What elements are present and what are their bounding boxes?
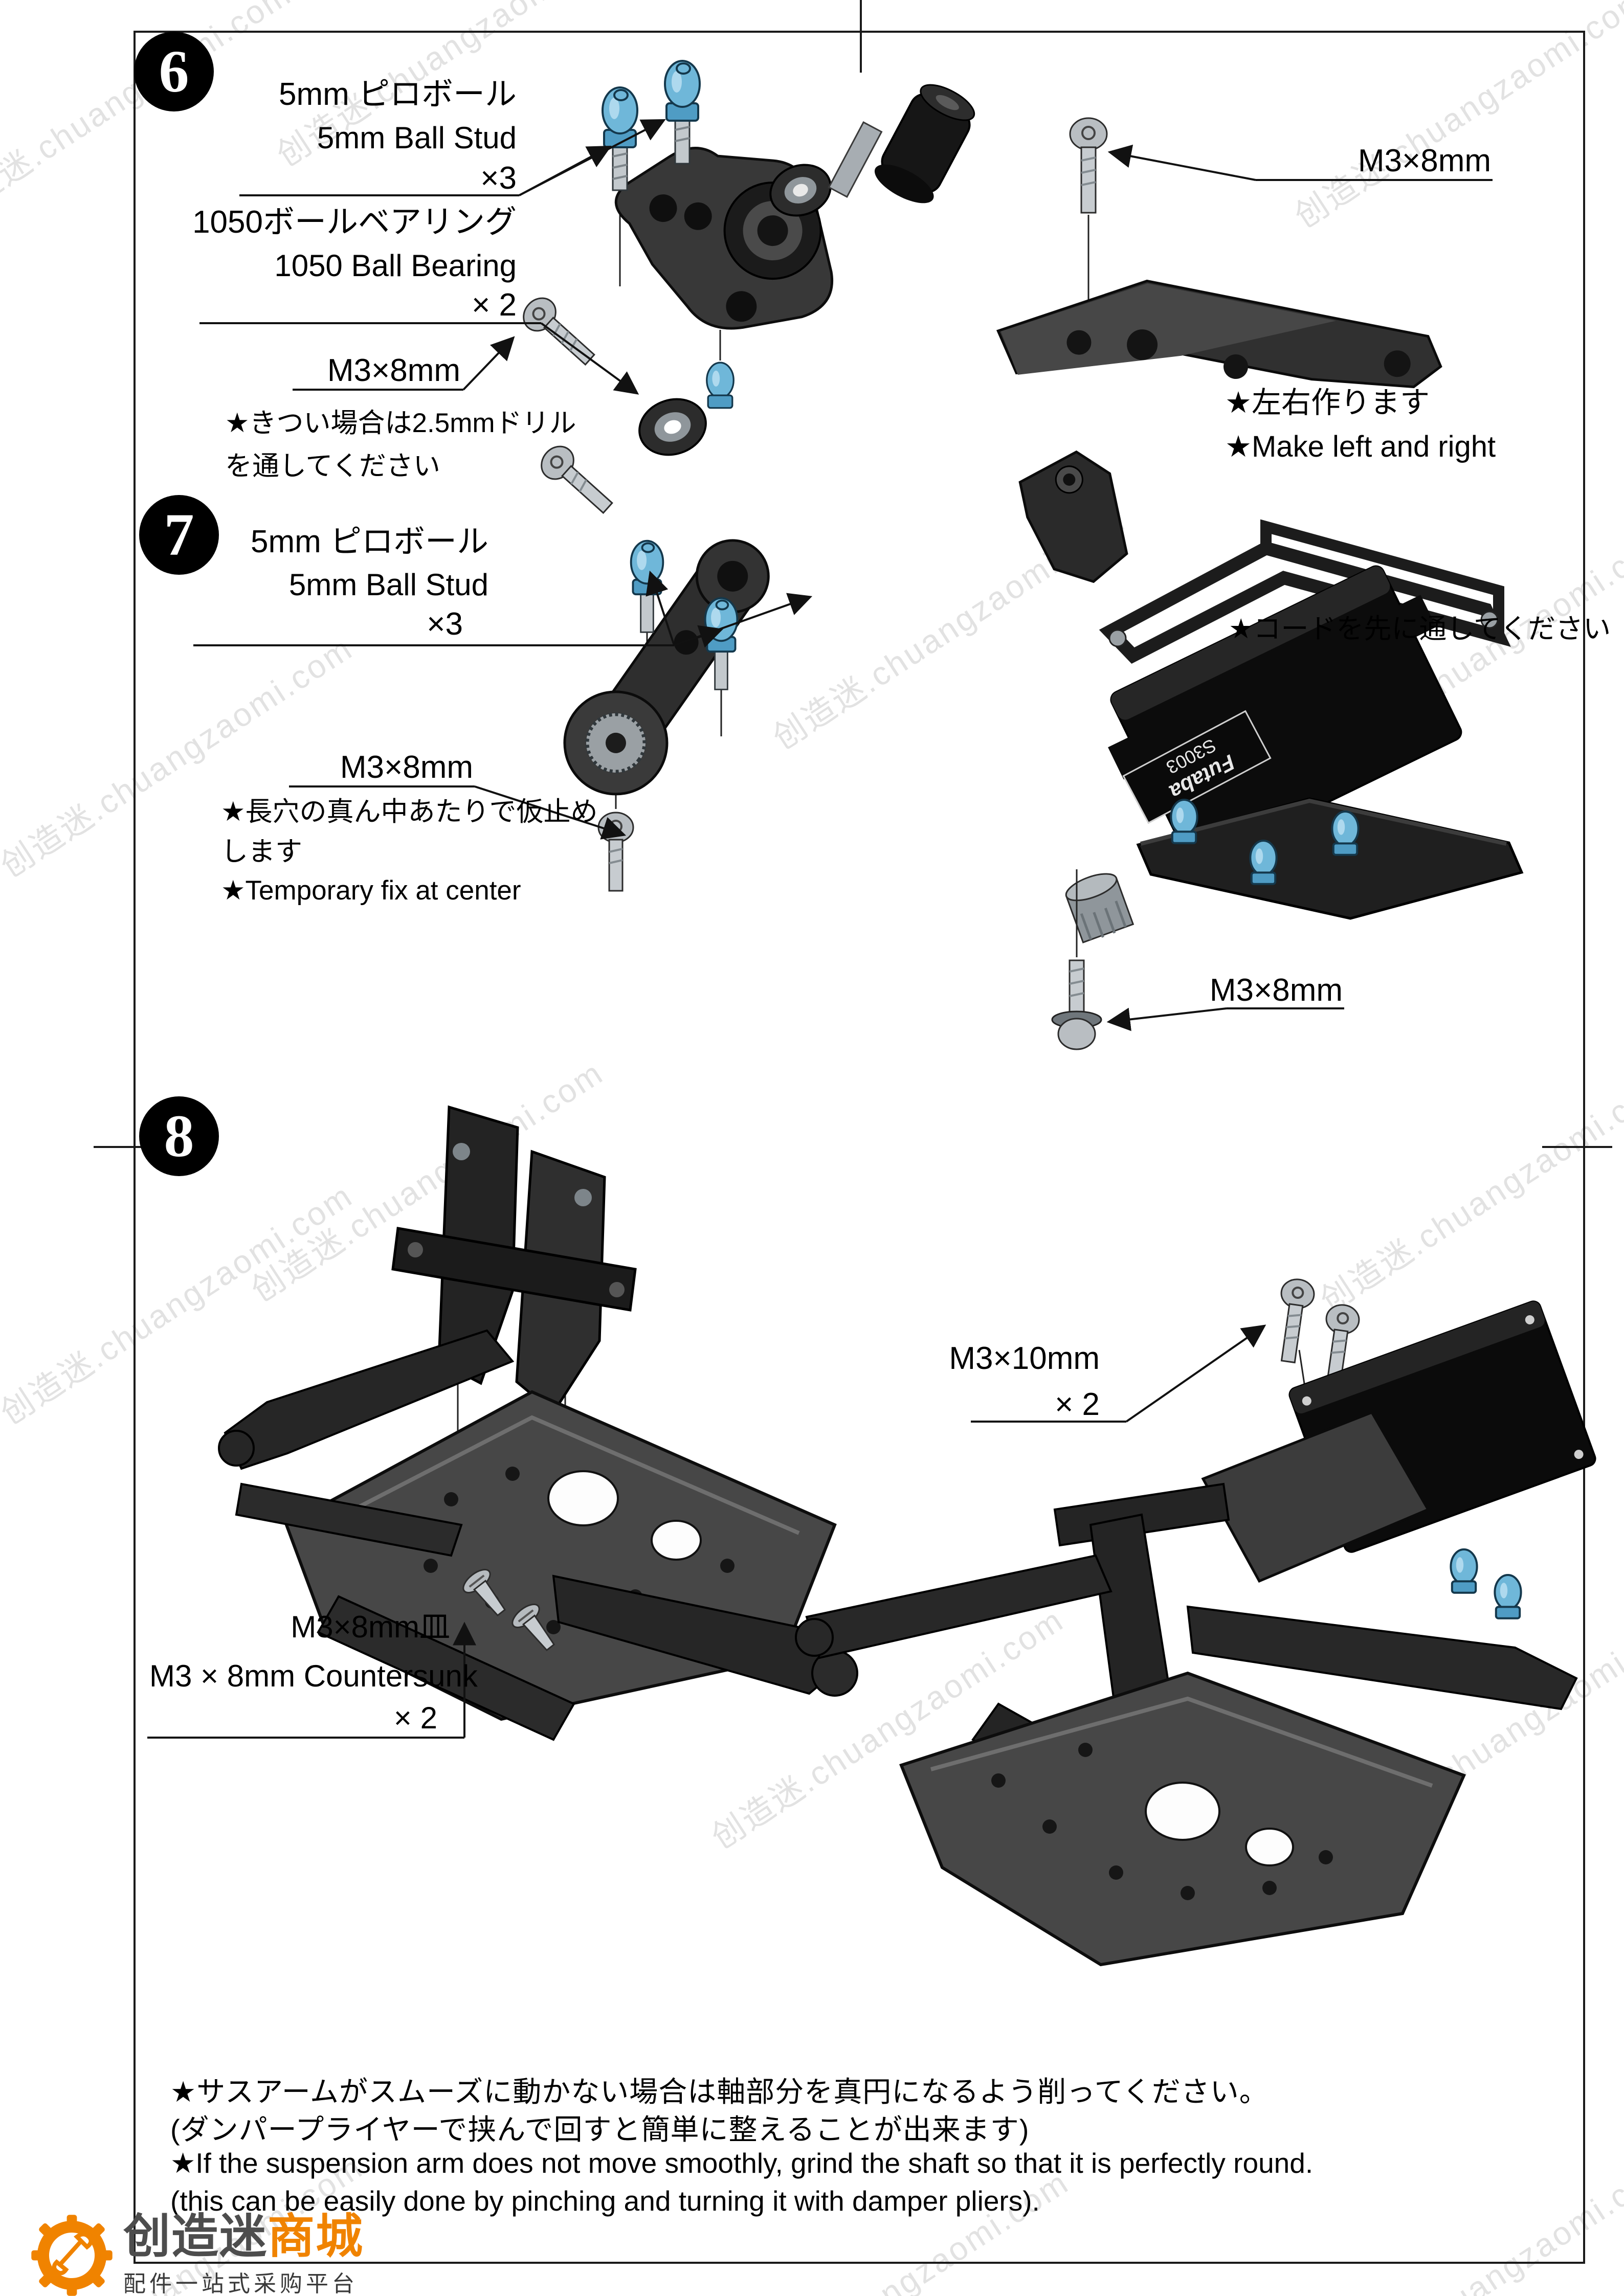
step7-ballstud-qty: ×3 [427,606,463,642]
step7-note-jp-line2: します [221,837,302,867]
step6-ballstud-label-jp: 5mm ピロボール [278,77,517,112]
footer-note-jp1: ★サスアームがスムーズに動かない場合は軸部分を真円になるよう削ってください。 [170,2076,1269,2108]
countersunk-screw [511,1604,555,1652]
step8-countersunk-label-en: M3 × 8mm Countersunk [149,1659,478,1693]
step7-left-diagram [563,539,770,892]
gear-logo-icon [31,2215,113,2296]
step7-ballstud-label-jp: 5mm ピロボール [250,524,488,559]
ball-stud-small [1170,798,1198,844]
countersunk-screw [462,1569,506,1617]
step6-note-jp-line1: ★きつい場合は2.5mmドリル [225,408,576,438]
ball-bearing-bottom [638,398,707,456]
wheel-hub [874,84,975,204]
footer-note-en1: ★If the suspension arm does not move smo… [170,2147,1314,2179]
ball-stud-small [1450,1548,1478,1594]
step8-screw10-qty: × 2 [1055,1387,1100,1422]
ball-stud [704,597,739,690]
step6-right-note-jp: ★左右作ります [1225,386,1430,419]
ball-stud-small [706,362,735,409]
step6-right-note-en: ★Make left and right [1225,430,1496,463]
chassis-plate [899,1671,1466,1967]
step7-screw-label: M3×8mm [340,750,473,785]
step7-note-jp-line1: ★長穴の真ん中あたりで仮止め [221,797,598,827]
step7-right-diagram: Futaba S3003 [1051,519,1524,1050]
suspension-arms [218,1329,858,1741]
brand-name: 创造迷商城 [123,2213,364,2260]
screw-m3x8 [523,297,595,366]
crank-post [1018,450,1128,583]
step6-ballstud-label-en: 5mm Ball Stud [317,121,517,155]
ball-stud-small [1331,810,1360,856]
shop-logo: 创造迷商城 配件一站式采购平台 [30,2213,364,2296]
step7-ballstud-label-en: 5mm Ball Stud [288,568,488,602]
step7-cord-note: ★コードを先に通してください [1229,614,1611,644]
step6-right-screw-label: M3×8mm [1358,143,1491,178]
screw-m3x10 [1280,1278,1315,1364]
step8-left-diagram [218,1105,858,1741]
servo-saver-plate [1136,797,1524,920]
steering-crank [996,279,1442,389]
step8-right-diagram [795,1278,1596,1967]
step6-bearing-label-jp: 1050ボールベアリング [192,205,517,240]
ball-bearing-top [769,164,832,217]
ball-stud [602,86,638,191]
step7-number-badge: 7 [139,495,219,575]
step6-bearing-label-en: 1050 Ball Bearing [274,249,517,283]
screw-m3x8 [597,812,634,892]
screw-m3x8 [541,445,613,514]
screw-m3x8-bottom [1051,959,1102,1050]
servo-output-hub [1065,873,1134,943]
step8-number: 8 [164,1102,194,1169]
step6-number: 6 [159,38,189,105]
step6-note-jp-line2: を通してください [225,451,440,481]
step6-left-diagram [523,60,975,514]
step8-countersunk-qty: × 2 [393,1701,437,1735]
step6-number-badge: 6 [134,32,214,111]
servo-mount-frame [1099,519,1511,664]
damper-stay-bracket [391,1105,637,1414]
leader-lines [147,119,1493,1739]
brand-name-dark: 创造迷 [123,2211,268,2263]
step6-screw-label: M3×8mm [327,353,460,388]
ball-stud-small [1249,839,1278,885]
ball-stud [664,60,701,165]
servo-horn [563,539,770,796]
step8-number-badge: 8 [139,1096,219,1176]
step7-note-en: ★Temporary fix at center [221,875,521,906]
ball-stud-small [1494,1573,1522,1619]
ball-stud [630,539,664,633]
step8-countersunk-label-jp: M3×8mm皿 [291,1610,450,1644]
step7-number: 7 [164,501,194,568]
screw-m3x8 [1069,117,1108,214]
step6-bearing-qty: × 2 [472,287,517,323]
brand-tagline: 配件一站式采购平台 [123,2271,358,2296]
step8-screw10-label: M3×10mm [949,1341,1100,1376]
step6-right-diagram [996,117,1442,583]
brand-name-orange: 商城 [268,2211,364,2263]
footer-note-jp2: (ダンパープライヤーで挟んで回すと簡単に整えることが出来ます) [170,2113,1030,2146]
footer-note-en2: (this can be easily done by pinching and… [170,2185,1040,2217]
step7-bottom-screw-label: M3×8mm [1209,973,1343,1008]
step6-ballstud-qty: ×3 [480,161,517,196]
servo-bracket [1201,1410,1430,1583]
